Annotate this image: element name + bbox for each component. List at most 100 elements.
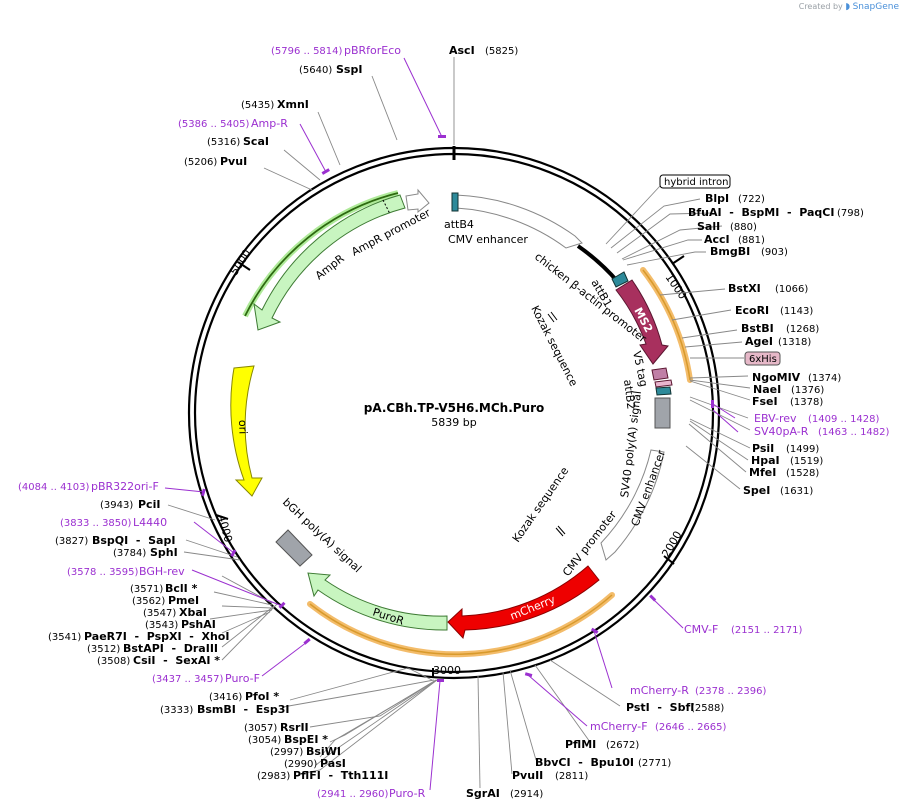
enzyme-bfuai-pos: (798): [837, 208, 864, 219]
enzyme-labels-top: AscI (5825) (5640) SspI (5435) XmnI (531…: [184, 44, 518, 168]
sv40-polya-feature[interactable]: [654, 397, 671, 429]
enzyme-bspqi[interactable]: BspQI - SapI: [92, 534, 175, 547]
enzyme-sphi[interactable]: SphI: [150, 546, 178, 559]
enzyme-ngomiv[interactable]: NgoMIV: [752, 371, 801, 384]
enzyme-bbvci-pos: (2771): [638, 758, 671, 769]
credit-prefix: Created by: [798, 2, 843, 11]
enzyme-agei[interactable]: AgeI: [745, 335, 773, 348]
primer-sv40pa-r-pos: (1463 .. 1482): [818, 427, 890, 438]
primer-cmv-f-pos: (2151 .. 2171): [731, 625, 803, 636]
enzyme-asci[interactable]: AscI: [449, 44, 475, 57]
enzyme-bspei-pos: (3054): [248, 735, 281, 746]
ori-feature[interactable]: [230, 365, 263, 497]
cmv-enhancer-promoter-arrow[interactable]: [600, 449, 665, 561]
enzyme-csii[interactable]: CsiI - SexAI *: [133, 654, 220, 667]
primer-mcherry-r[interactable]: mCherry-R: [630, 684, 689, 697]
attb4-site[interactable]: [451, 192, 459, 212]
enzyme-acci[interactable]: AccI: [704, 233, 730, 246]
ms2-feature[interactable]: [615, 279, 669, 365]
primer-cmv-f[interactable]: CMV-F: [684, 623, 718, 636]
enzyme-psii[interactable]: PsiI: [752, 442, 774, 455]
attb2-site[interactable]: [655, 386, 672, 396]
enzyme-pcii-pos: (3943): [100, 500, 133, 511]
primer-mcherry-f-pos: (2646 .. 2665): [655, 722, 727, 733]
enzyme-sgrai[interactable]: SgrAI: [466, 787, 500, 800]
enzyme-bsmbi-pos: (3333): [160, 705, 193, 716]
bgh-polya-feature[interactable]: [275, 529, 313, 567]
enzyme-bsiwi[interactable]: BsiWI: [306, 745, 341, 758]
hybrid-intron-box[interactable]: [659, 174, 731, 189]
enzyme-sali-pos: (880): [730, 222, 757, 233]
enzyme-pflmi[interactable]: PflMI: [565, 738, 596, 751]
cmv-enhancer-1-arrow[interactable]: [455, 194, 583, 249]
enzyme-bsmbi[interactable]: BsmBI - Esp3I: [197, 703, 289, 716]
enzyme-ecori[interactable]: EcoRI: [735, 304, 769, 317]
enzyme-pasi[interactable]: PasI: [320, 757, 346, 770]
enzyme-bsiwi-pos: (2997): [270, 747, 303, 758]
enzyme-pvuii[interactable]: PvuII: [512, 769, 543, 782]
enzyme-naei[interactable]: NaeI: [753, 383, 781, 396]
plasmid-name: pA.CBh.TP-V5H6.MCh.Puro: [364, 401, 545, 415]
enzyme-pshai[interactable]: PshAI: [181, 618, 216, 631]
enzyme-bstxi[interactable]: BstXI: [728, 282, 761, 295]
enzyme-mfei-pos: (1528): [786, 468, 819, 479]
enzyme-bstbi[interactable]: BstBI: [741, 322, 774, 335]
attb4-label: attB4: [444, 218, 474, 231]
enzyme-spei[interactable]: SpeI: [743, 484, 770, 497]
enzyme-psti[interactable]: PstI - SbfI: [626, 701, 694, 714]
enzyme-bspei[interactable]: BspEI *: [284, 733, 328, 746]
ampr-promoter-arrow[interactable]: [405, 188, 430, 214]
snapgene-logo-icon: ◗: [845, 2, 851, 12]
v5-tag-feature[interactable]: [651, 367, 669, 381]
primer-mcherry-f[interactable]: mCherry-F: [590, 720, 648, 733]
enzyme-sspi[interactable]: SspI: [336, 63, 362, 76]
primer-lines: [164, 57, 739, 791]
enzyme-pvui[interactable]: PvuI: [220, 155, 247, 168]
primer-ampr[interactable]: Amp-R: [251, 117, 288, 130]
mcherry-feature[interactable]: [447, 565, 600, 640]
enzyme-pcii[interactable]: PciI: [138, 498, 160, 511]
cba-promoter-arc[interactable]: [576, 244, 620, 284]
enzyme-bcli[interactable]: BclI *: [165, 582, 198, 595]
enzyme-bbvci[interactable]: BbvCI - Bpu10I: [535, 756, 634, 769]
enzyme-pflfi[interactable]: PflFI - Tth111I: [293, 769, 388, 782]
primer-pbr322ori-f[interactable]: pBR322ori-F: [91, 480, 159, 493]
enzyme-bfuai[interactable]: BfuAI - BspMI - PaqCI: [688, 206, 834, 219]
enzyme-scai[interactable]: ScaI: [243, 135, 269, 148]
enzyme-acci-pos: (881): [738, 235, 765, 246]
primer-ampr-pos: (5386 .. 5405): [178, 119, 250, 130]
enzyme-xbai[interactable]: XbaI: [179, 606, 207, 619]
enzyme-fsei[interactable]: FseI: [752, 395, 778, 408]
enzyme-blpi[interactable]: BlpI: [705, 192, 729, 205]
enzyme-hpai[interactable]: HpaI: [751, 454, 780, 467]
primer-puro-r[interactable]: Puro-R: [389, 787, 426, 800]
mcherry-label: mCherry: [508, 593, 557, 623]
attb1-site[interactable]: [611, 271, 629, 288]
enzyme-sali[interactable]: SalI: [697, 220, 720, 233]
ampr-feature[interactable]: [253, 194, 406, 331]
primer-marks: [201, 135, 714, 682]
his-tag-box[interactable]: [744, 351, 781, 366]
puror-feature[interactable]: [307, 572, 448, 631]
primer-l4440[interactable]: L4440: [133, 516, 167, 529]
enzyme-sphi-pos: (3784): [113, 548, 146, 559]
his-tag-feature[interactable]: [654, 379, 673, 388]
primer-bgh-rev-pos: (3578 .. 3595): [67, 567, 139, 578]
enzyme-xmni[interactable]: XmnI: [277, 98, 309, 111]
enzyme-mfei[interactable]: MfeI: [749, 466, 776, 479]
primer-puro-f[interactable]: Puro-F: [225, 672, 260, 685]
enzyme-rsrii[interactable]: RsrII: [280, 721, 309, 734]
enzyme-bmgbi[interactable]: BmgBI: [710, 245, 750, 258]
enzyme-pmei[interactable]: PmeI: [168, 594, 199, 607]
primer-ebv-rev[interactable]: EBV-rev: [754, 412, 797, 425]
enzyme-paer7i[interactable]: PaeR7I - PspXI - XhoI: [84, 630, 229, 643]
enzyme-pfoi-pos: (3416): [209, 692, 242, 703]
primer-bgh-rev[interactable]: BGH-rev: [139, 565, 185, 578]
enzyme-bstapi[interactable]: BstAPI - DraIII: [123, 642, 218, 655]
enzyme-spei-pos: (1631): [780, 486, 813, 497]
enzyme-bstapi-pos: (3512): [87, 644, 120, 655]
enzyme-pfoi[interactable]: PfoI *: [245, 690, 279, 703]
primer-sv40pa-r[interactable]: SV40pA-R: [754, 425, 809, 438]
primer-pbrforeco[interactable]: pBRforEco: [344, 44, 401, 57]
